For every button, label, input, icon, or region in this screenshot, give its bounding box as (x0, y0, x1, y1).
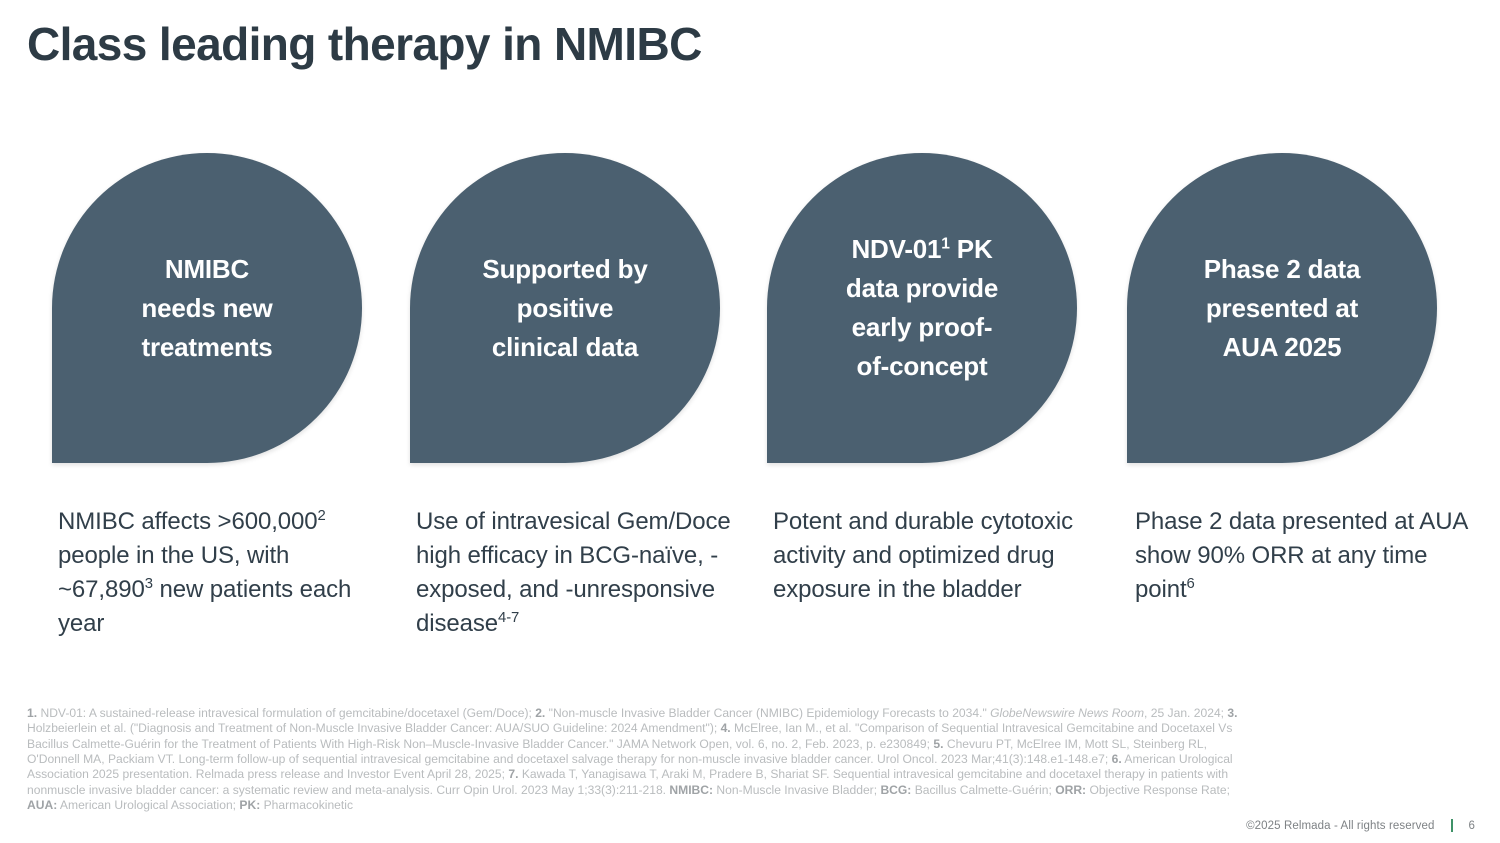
copyright-text: ©2025 Relmada - All rights reserved (1246, 819, 1435, 832)
bubble-shape-2[interactable]: Supported by positive clinical data (410, 153, 720, 463)
bubble-shape-3[interactable]: NDV-011 PK data provide early proof- of-… (767, 153, 1077, 463)
bubble-label-3-main: NDV-01 (851, 234, 942, 264)
body-text-2: Use of intravesical Gem/Doce high effica… (416, 508, 731, 638)
footer-separator (1450, 819, 1453, 832)
body-text-3: Potent and durable cytotoxic activity an… (773, 508, 1074, 604)
body-text-1: NMIBC affects >600,0002 people in the US… (58, 508, 352, 638)
bubble-label-4: Phase 2 data presented at AUA 2025 (1203, 253, 1361, 362)
bubble-shape-4[interactable]: Phase 2 data presented at AUA 2025 (1127, 153, 1437, 463)
bubble-label-2: Supported by positive clinical data (482, 253, 648, 362)
page-number: 6 (1468, 819, 1475, 832)
body-text-4: Phase 2 data presented at AUA show 90% O… (1135, 508, 1468, 604)
column-2: Supported by positive clinical data Use … (410, 153, 731, 637)
bubble-label-3: NDV-011 PK data provide early proof- of-… (828, 230, 1016, 386)
bubble-label-1: NMIBC needs new treatments (141, 253, 273, 362)
page-title: Class leading therapy in NMIBC (27, 18, 702, 70)
column-1: NMIBC needs new treatments NMIBC affects… (52, 153, 362, 637)
column-3: NDV-011 PK data provide early proof- of-… (767, 153, 1077, 603)
footer: ©2025 Relmada - All rights reserved 6 (1246, 819, 1475, 832)
footnotes: 1. NDV-01: A sustained-release intravesi… (27, 706, 1238, 813)
column-4: Phase 2 data presented at AUA 2025 Phase… (1127, 153, 1467, 603)
bubble-shape-1[interactable]: NMIBC needs new treatments (52, 153, 362, 463)
bubble-label-3-superscript: 1 (941, 235, 950, 253)
bubble-label-3-rest: PK data provide early proof- of-concept (845, 234, 999, 381)
